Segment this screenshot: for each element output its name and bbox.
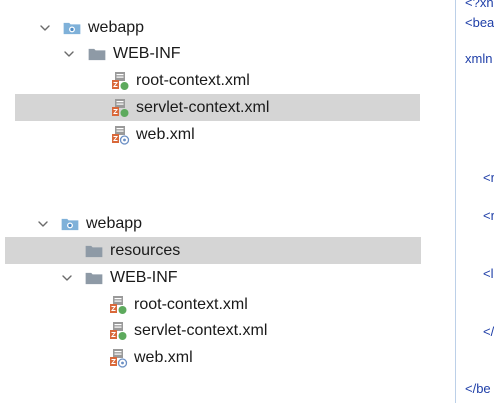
xml-file-icon [111, 98, 129, 118]
tree-node-servlet-context[interactable]: servlet-context.xml [0, 95, 455, 121]
node-label: WEB-INF [113, 45, 181, 62]
tree-node-web-xml[interactable]: web.xml [0, 345, 455, 371]
code-line: <?xn [465, 0, 494, 10]
node-label: root-context.xml [136, 72, 250, 89]
tree-node-webapp[interactable]: webapp [0, 15, 455, 41]
web-folder-icon [63, 22, 81, 35]
chevron-down-icon[interactable] [40, 23, 50, 33]
node-label: servlet-context.xml [134, 322, 268, 339]
chevron-down-icon[interactable] [38, 219, 48, 229]
node-label: webapp [86, 215, 143, 232]
folder-icon [85, 272, 103, 285]
tree-node-web-inf[interactable]: WEB-INF [0, 265, 455, 291]
tree-node-web-xml[interactable]: web.xml [0, 122, 455, 148]
xml-file-icon [109, 295, 127, 315]
node-label: servlet-context.xml [136, 99, 270, 116]
tree-node-web-inf[interactable]: WEB-INF [0, 41, 455, 67]
code-line: <bea [465, 15, 494, 30]
xml-file-icon [111, 125, 130, 145]
selection-highlight [15, 94, 420, 121]
node-label: root-context.xml [134, 296, 248, 313]
xml-file-icon [111, 71, 129, 91]
node-label: web.xml [134, 349, 193, 366]
tree-node-root-context[interactable]: root-context.xml [0, 292, 455, 318]
tree-node-webapp[interactable]: webapp [0, 211, 455, 237]
node-label: WEB-INF [110, 269, 178, 286]
selection-highlight [5, 237, 421, 264]
web-folder-icon [61, 218, 79, 231]
code-line: </ [483, 324, 494, 339]
code-line: <l [483, 266, 494, 281]
chevron-down-icon[interactable] [62, 273, 72, 283]
node-label: webapp [88, 19, 145, 36]
node-label: resources [110, 242, 181, 259]
node-label: web.xml [136, 126, 195, 143]
folder-icon [85, 245, 103, 258]
code-line: <r [483, 170, 494, 185]
tree-node-resources[interactable]: resources [0, 238, 455, 264]
folder-icon [88, 48, 106, 61]
xml-file-icon [109, 321, 127, 341]
code-line: xmln [465, 51, 493, 66]
tree-node-servlet-context[interactable]: servlet-context.xml [0, 318, 455, 344]
tree-node-root-context[interactable]: root-context.xml [0, 68, 455, 94]
xml-file-icon [109, 348, 128, 368]
project-tree: webapp WEB-INF root-context.xml servlet-… [0, 15, 455, 371]
code-line: </be [465, 381, 491, 396]
code-line: <r [483, 208, 494, 223]
chevron-down-icon[interactable] [64, 49, 74, 59]
code-editor[interactable]: <?xn <bea xmln <r <r <l </ </be [455, 0, 494, 403]
